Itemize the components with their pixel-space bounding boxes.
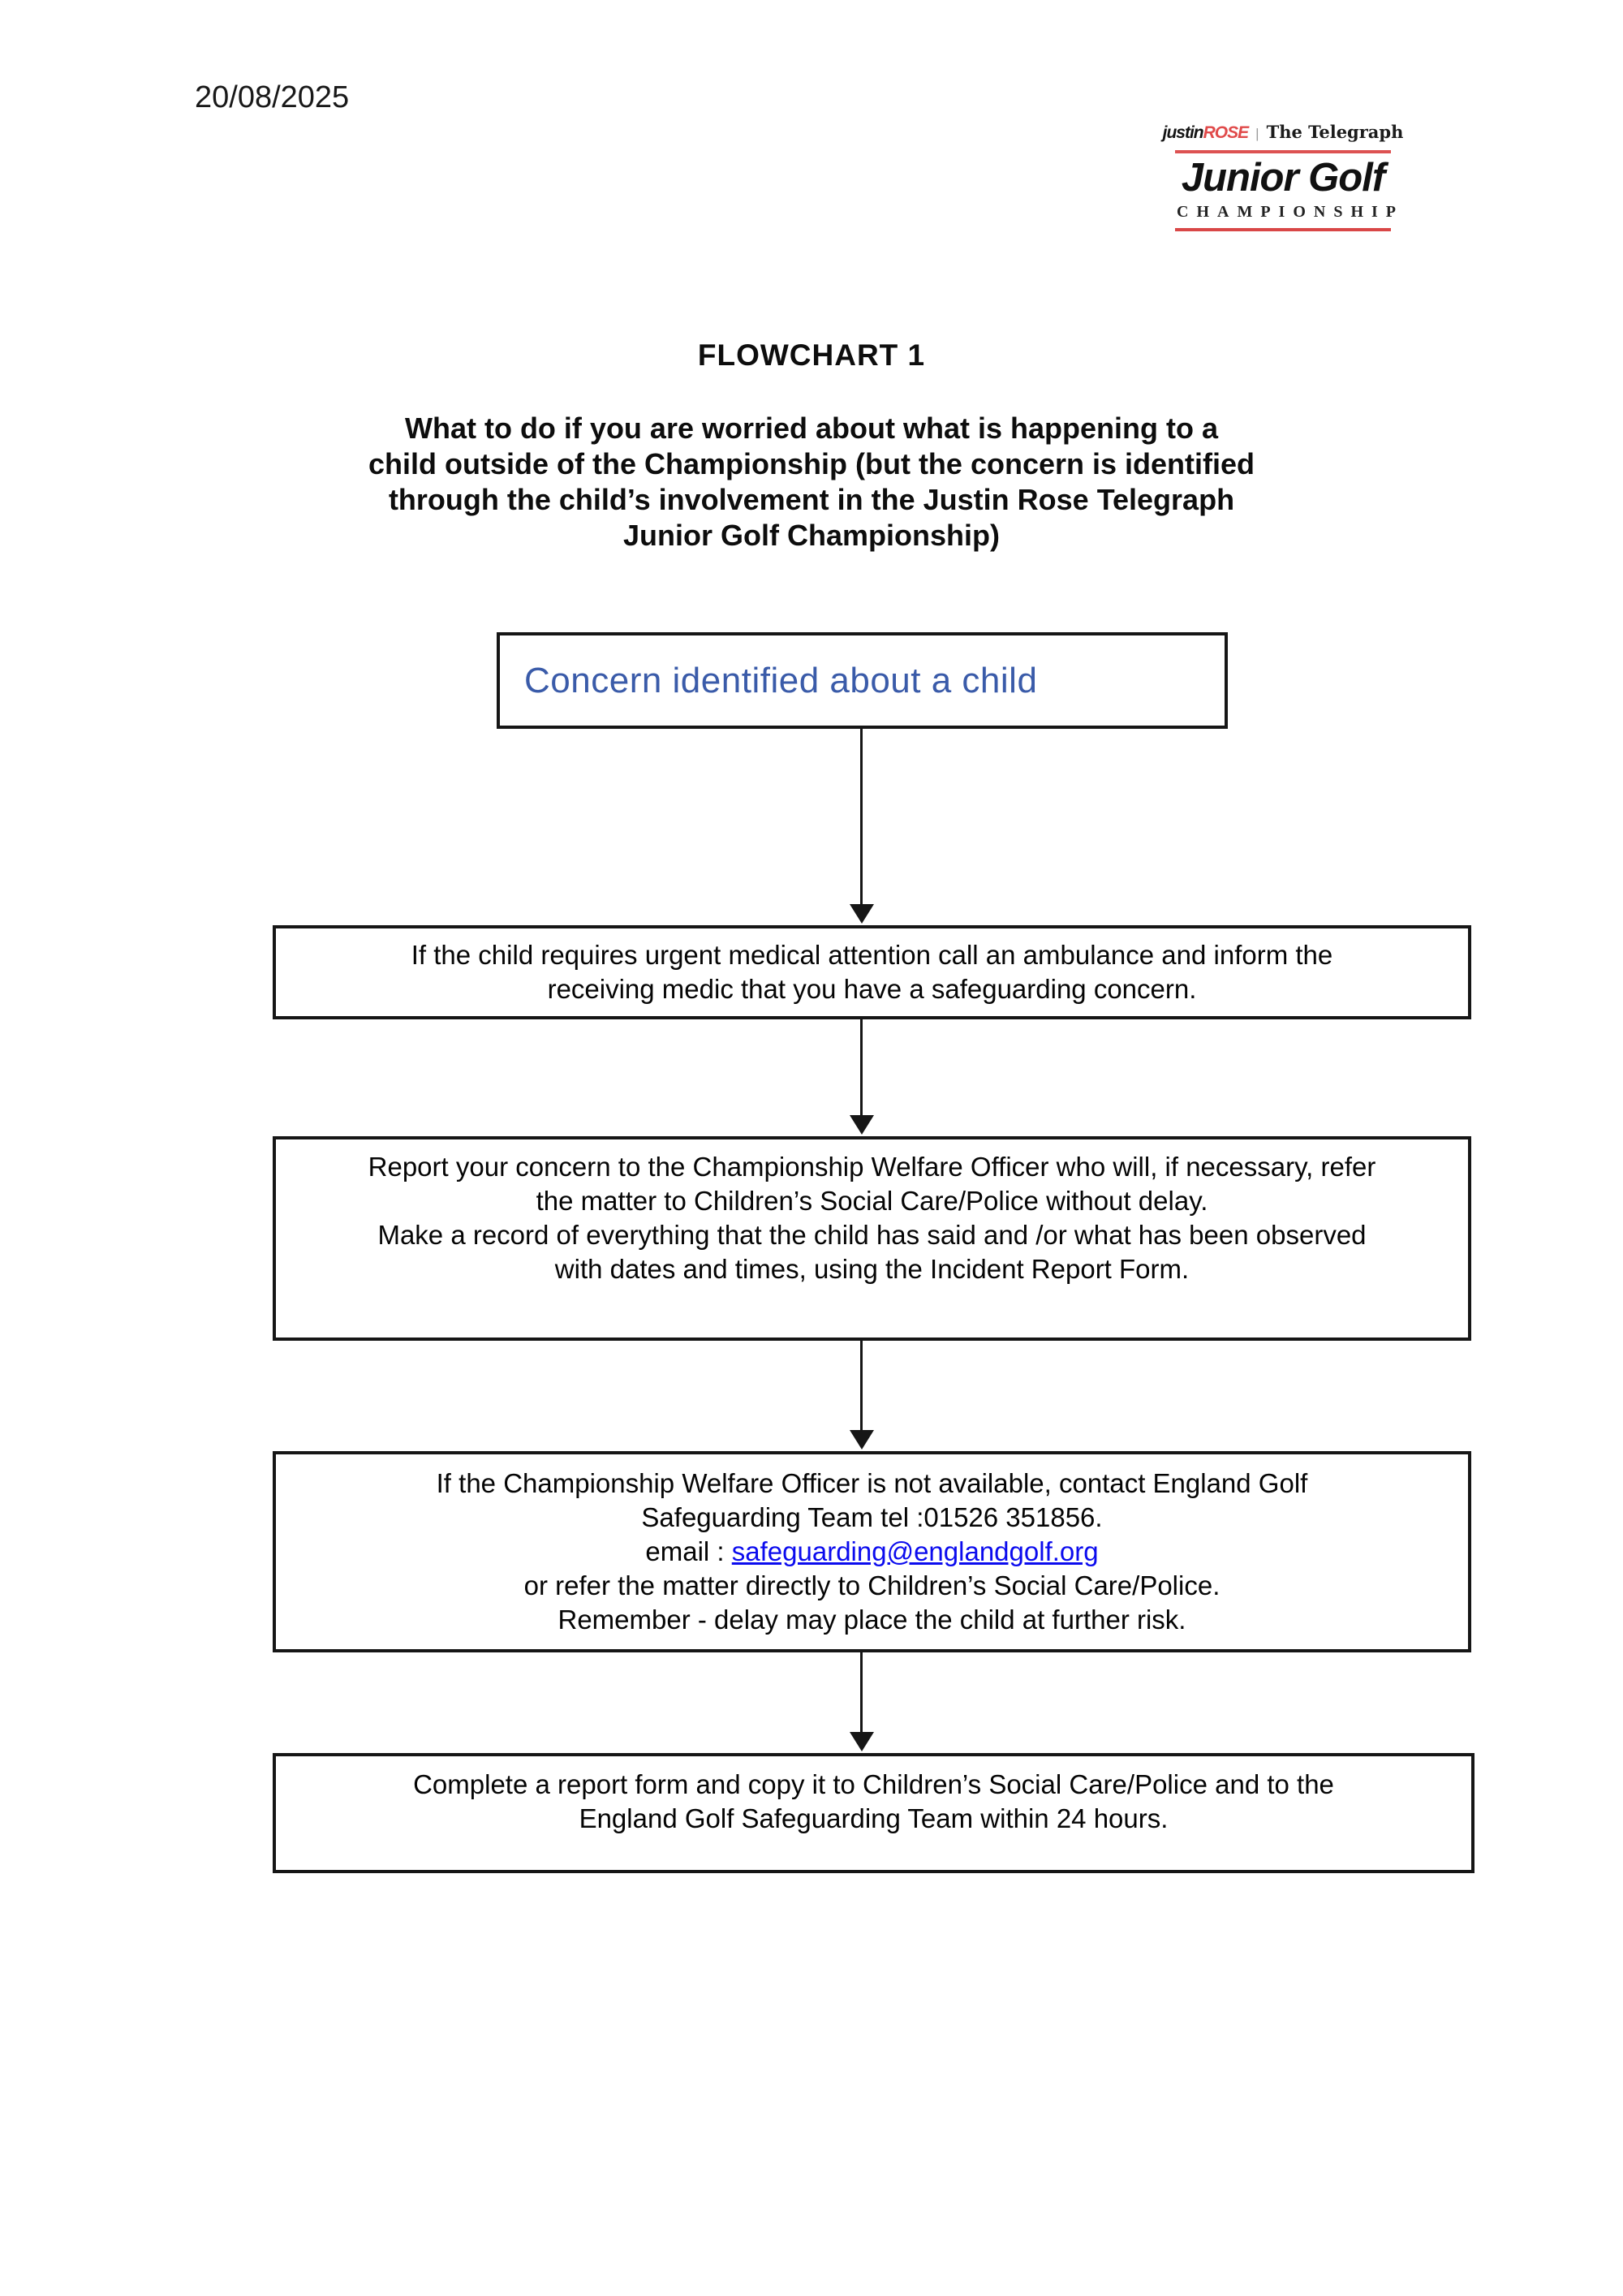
logo-championship: CHAMPIONSHIP: [1177, 202, 1404, 221]
box5-line: England Golf Safeguarding Team within 24…: [579, 1803, 1169, 1833]
box4-email-line: email : safeguarding@englandgolf.org: [276, 1535, 1468, 1569]
box3-line: Report your concern to the Championship …: [368, 1152, 1376, 1182]
flowchart-box-urgent-medical: If the child requires urgent medical att…: [273, 925, 1471, 1019]
subtitle-line: child outside of the Championship (but t…: [368, 447, 1255, 480]
connector-line-1: [860, 729, 863, 909]
logo-telegraph-text: The Telegraph: [1266, 122, 1404, 142]
document-date: 20/08/2025: [195, 80, 350, 114]
flowchart-box-england-golf-contact: If the Championship Welfare Officer is n…: [273, 1451, 1471, 1652]
flowchart-box-concern-identified: Concern identified about a child: [497, 632, 1228, 729]
subtitle-line: through the child’s involvement in the J…: [388, 483, 1235, 516]
logo-red-rule-bottom: [1175, 227, 1391, 231]
logo-title: Junior Golf: [1181, 156, 1385, 200]
logo-red-rule-top: [1175, 150, 1391, 153]
logo-separator: |: [1255, 126, 1259, 141]
box4-line: Safeguarding Team tel :01526 351856.: [641, 1502, 1103, 1532]
junior-golf-championship-logo: justinROSE | The Telegraph Junior Golf C…: [1163, 122, 1404, 231]
connector-line-3: [860, 1341, 863, 1435]
box2-line: If the child requires urgent medical att…: [411, 940, 1333, 970]
box4-line: or refer the matter directly to Children…: [523, 1570, 1220, 1600]
logo-rose-text: ROSE: [1203, 123, 1250, 142]
logo-justin-text: justin: [1162, 123, 1204, 142]
connector-line-4: [860, 1652, 863, 1737]
box3-line: the matter to Children’s Social Care/Pol…: [536, 1186, 1208, 1216]
box5-line: Complete a report form and copy it to Ch…: [413, 1769, 1334, 1799]
flowchart-box-report-welfare-officer: Report your concern to the Championship …: [273, 1136, 1471, 1341]
arrow-down-icon: [850, 1115, 874, 1135]
arrow-down-icon: [850, 1732, 874, 1751]
arrow-down-icon: [850, 904, 874, 924]
subtitle-line: What to do if you are worried about what…: [404, 411, 1219, 445]
box4-line: Remember - delay may place the child at …: [558, 1605, 1186, 1635]
box4-line: If the Championship Welfare Officer is n…: [436, 1468, 1308, 1498]
logo-brand-row: justinROSE | The Telegraph: [1163, 122, 1404, 143]
arrow-down-icon: [850, 1430, 874, 1450]
page-subtitle: What to do if you are worried about what…: [0, 411, 1623, 554]
box3-line: Make a record of everything that the chi…: [377, 1220, 1367, 1250]
subtitle-line: Junior Golf Championship): [623, 519, 1000, 552]
safeguarding-email-link[interactable]: safeguarding@englandgolf.org: [731, 1536, 1099, 1566]
logo-justin-rose: justinROSE: [1162, 123, 1250, 143]
box2-line: receiving medic that you have a safeguar…: [547, 974, 1197, 1004]
connector-line-2: [860, 1019, 863, 1120]
box1-text: Concern identified about a child: [524, 660, 1038, 700]
box3-line: with dates and times, using the Incident…: [554, 1254, 1190, 1284]
box4-email-prefix: email :: [645, 1536, 732, 1566]
flowchart-box-complete-report-form: Complete a report form and copy it to Ch…: [273, 1753, 1474, 1873]
page-title: FLOWCHART 1: [697, 338, 926, 372]
